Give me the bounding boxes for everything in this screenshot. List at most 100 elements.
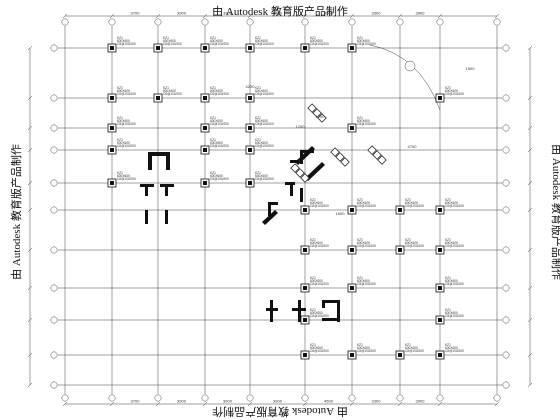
column-label: KZ1: [210, 116, 216, 120]
column-label: KZ1: [117, 116, 123, 120]
dimension-tick: [155, 401, 161, 407]
shear-wall: [148, 152, 152, 170]
column-stirrup: C8@100/200: [163, 92, 182, 96]
axis-bubble: [502, 316, 510, 324]
column-stirrup: C8@100/200: [310, 244, 329, 248]
column-stirrup: C8@100/200: [210, 177, 229, 181]
column-size: 600X600: [210, 119, 223, 123]
column-size: 600X600: [357, 279, 370, 283]
axis-bubble: [50, 206, 58, 214]
column-core: [350, 286, 354, 290]
column-core: [110, 46, 114, 50]
column-size: 600X600: [210, 174, 223, 178]
column-label: KZ1: [255, 86, 261, 90]
column-size: 600X600: [445, 311, 458, 315]
column-label: KZ1: [445, 86, 451, 90]
column: [312, 108, 322, 118]
axis-bubble: [493, 394, 501, 402]
dimension-tick: [62, 13, 68, 19]
column-size: 600X600: [117, 141, 130, 145]
column-label: KZ1: [310, 198, 316, 202]
column-size: 600X600: [445, 241, 458, 245]
axis-bubble: [246, 394, 254, 402]
column-size: 600X600: [255, 89, 268, 93]
column-label: KZ1: [357, 238, 363, 242]
dimension-tick: [527, 45, 533, 51]
dimension-text: 3900: [223, 399, 233, 404]
dimension-tick: [27, 95, 33, 101]
column-label: KZ1: [210, 36, 216, 40]
column: [377, 155, 387, 165]
axis-bubble: [50, 381, 58, 389]
axis-bubble: [301, 18, 309, 26]
dimension-tick: [349, 13, 355, 19]
column: [290, 163, 300, 173]
shear-wall: [300, 188, 303, 202]
column: [317, 113, 327, 123]
column-size: 600X600: [405, 201, 418, 205]
curved-beam: [369, 44, 441, 111]
column-stirrup: C8@100/200: [210, 122, 229, 126]
column: [300, 173, 310, 183]
dimension-tick: [527, 207, 533, 213]
column-label: KZ1: [117, 36, 123, 40]
column-stirrup: C8@100/200: [117, 122, 136, 126]
column-stirrup: C8@100/200: [117, 42, 136, 46]
column-core: [203, 181, 207, 185]
column-label: KZ1: [405, 238, 411, 242]
dimension-tick: [109, 13, 115, 19]
rotated-column-group: [367, 145, 387, 165]
dimension-tick: [527, 95, 533, 101]
column-label: KZ1: [445, 238, 451, 242]
column-stirrup: C8@100/200: [445, 204, 464, 208]
column-size: 600X600: [445, 89, 458, 93]
column-stirrup: C8@100/200: [255, 92, 274, 96]
column-size: 600X600: [117, 39, 130, 43]
axis-bubble: [502, 94, 510, 102]
dimension-tick: [27, 352, 33, 358]
axis-bubble: [50, 124, 58, 132]
axis-bubble: [348, 18, 356, 26]
axis-bubble: [50, 44, 58, 52]
dimension-tick: [437, 401, 443, 407]
axis-bubble: [50, 146, 58, 154]
watermark-right: 由 Autodesk 教育版产品制作: [550, 144, 560, 280]
column-size: 600X600: [310, 201, 323, 205]
dimension-tick: [302, 401, 308, 407]
axis-bubble: [502, 351, 510, 359]
rotated-column-group: [290, 163, 310, 183]
column-stirrup: C8@100/200: [357, 204, 376, 208]
column-label: KZ1: [310, 238, 316, 242]
column-label: KZ1: [255, 138, 261, 142]
dimension-tick: [27, 382, 33, 388]
column-stirrup: C8@100/200: [310, 314, 329, 318]
shear-wall-diagonal: [262, 210, 278, 225]
shear-wall: [266, 308, 278, 311]
axis-bubble: [201, 18, 209, 26]
axis-bubble: [502, 284, 510, 292]
column-label: KZ1: [163, 86, 169, 90]
dimension-text: 3900: [416, 11, 426, 16]
dimension-text: 3700: [131, 11, 141, 16]
shear-wall: [268, 202, 278, 205]
column-stirrup: C8@100/200: [163, 42, 182, 46]
column-label: KZ1: [310, 36, 316, 40]
dimension-text: 4200: [246, 84, 256, 89]
column-size: 600X600: [210, 141, 223, 145]
column-core: [303, 46, 307, 50]
dimension-text: 4700: [408, 144, 418, 149]
column-core: [248, 96, 252, 100]
axis-bubble: [436, 394, 444, 402]
column-stirrup: C8@100/200: [445, 282, 464, 286]
axis-bubble: [201, 394, 209, 402]
column-stirrup: C8@100/200: [357, 349, 376, 353]
column-label: KZ1: [357, 198, 363, 202]
dimension-tick: [527, 180, 533, 186]
column-core: [398, 208, 402, 212]
column-core: [350, 208, 354, 212]
round-column: [404, 60, 416, 72]
dimension-lines: [27, 13, 533, 407]
axis-bubble: [50, 316, 58, 324]
shear-wall: [148, 152, 170, 156]
